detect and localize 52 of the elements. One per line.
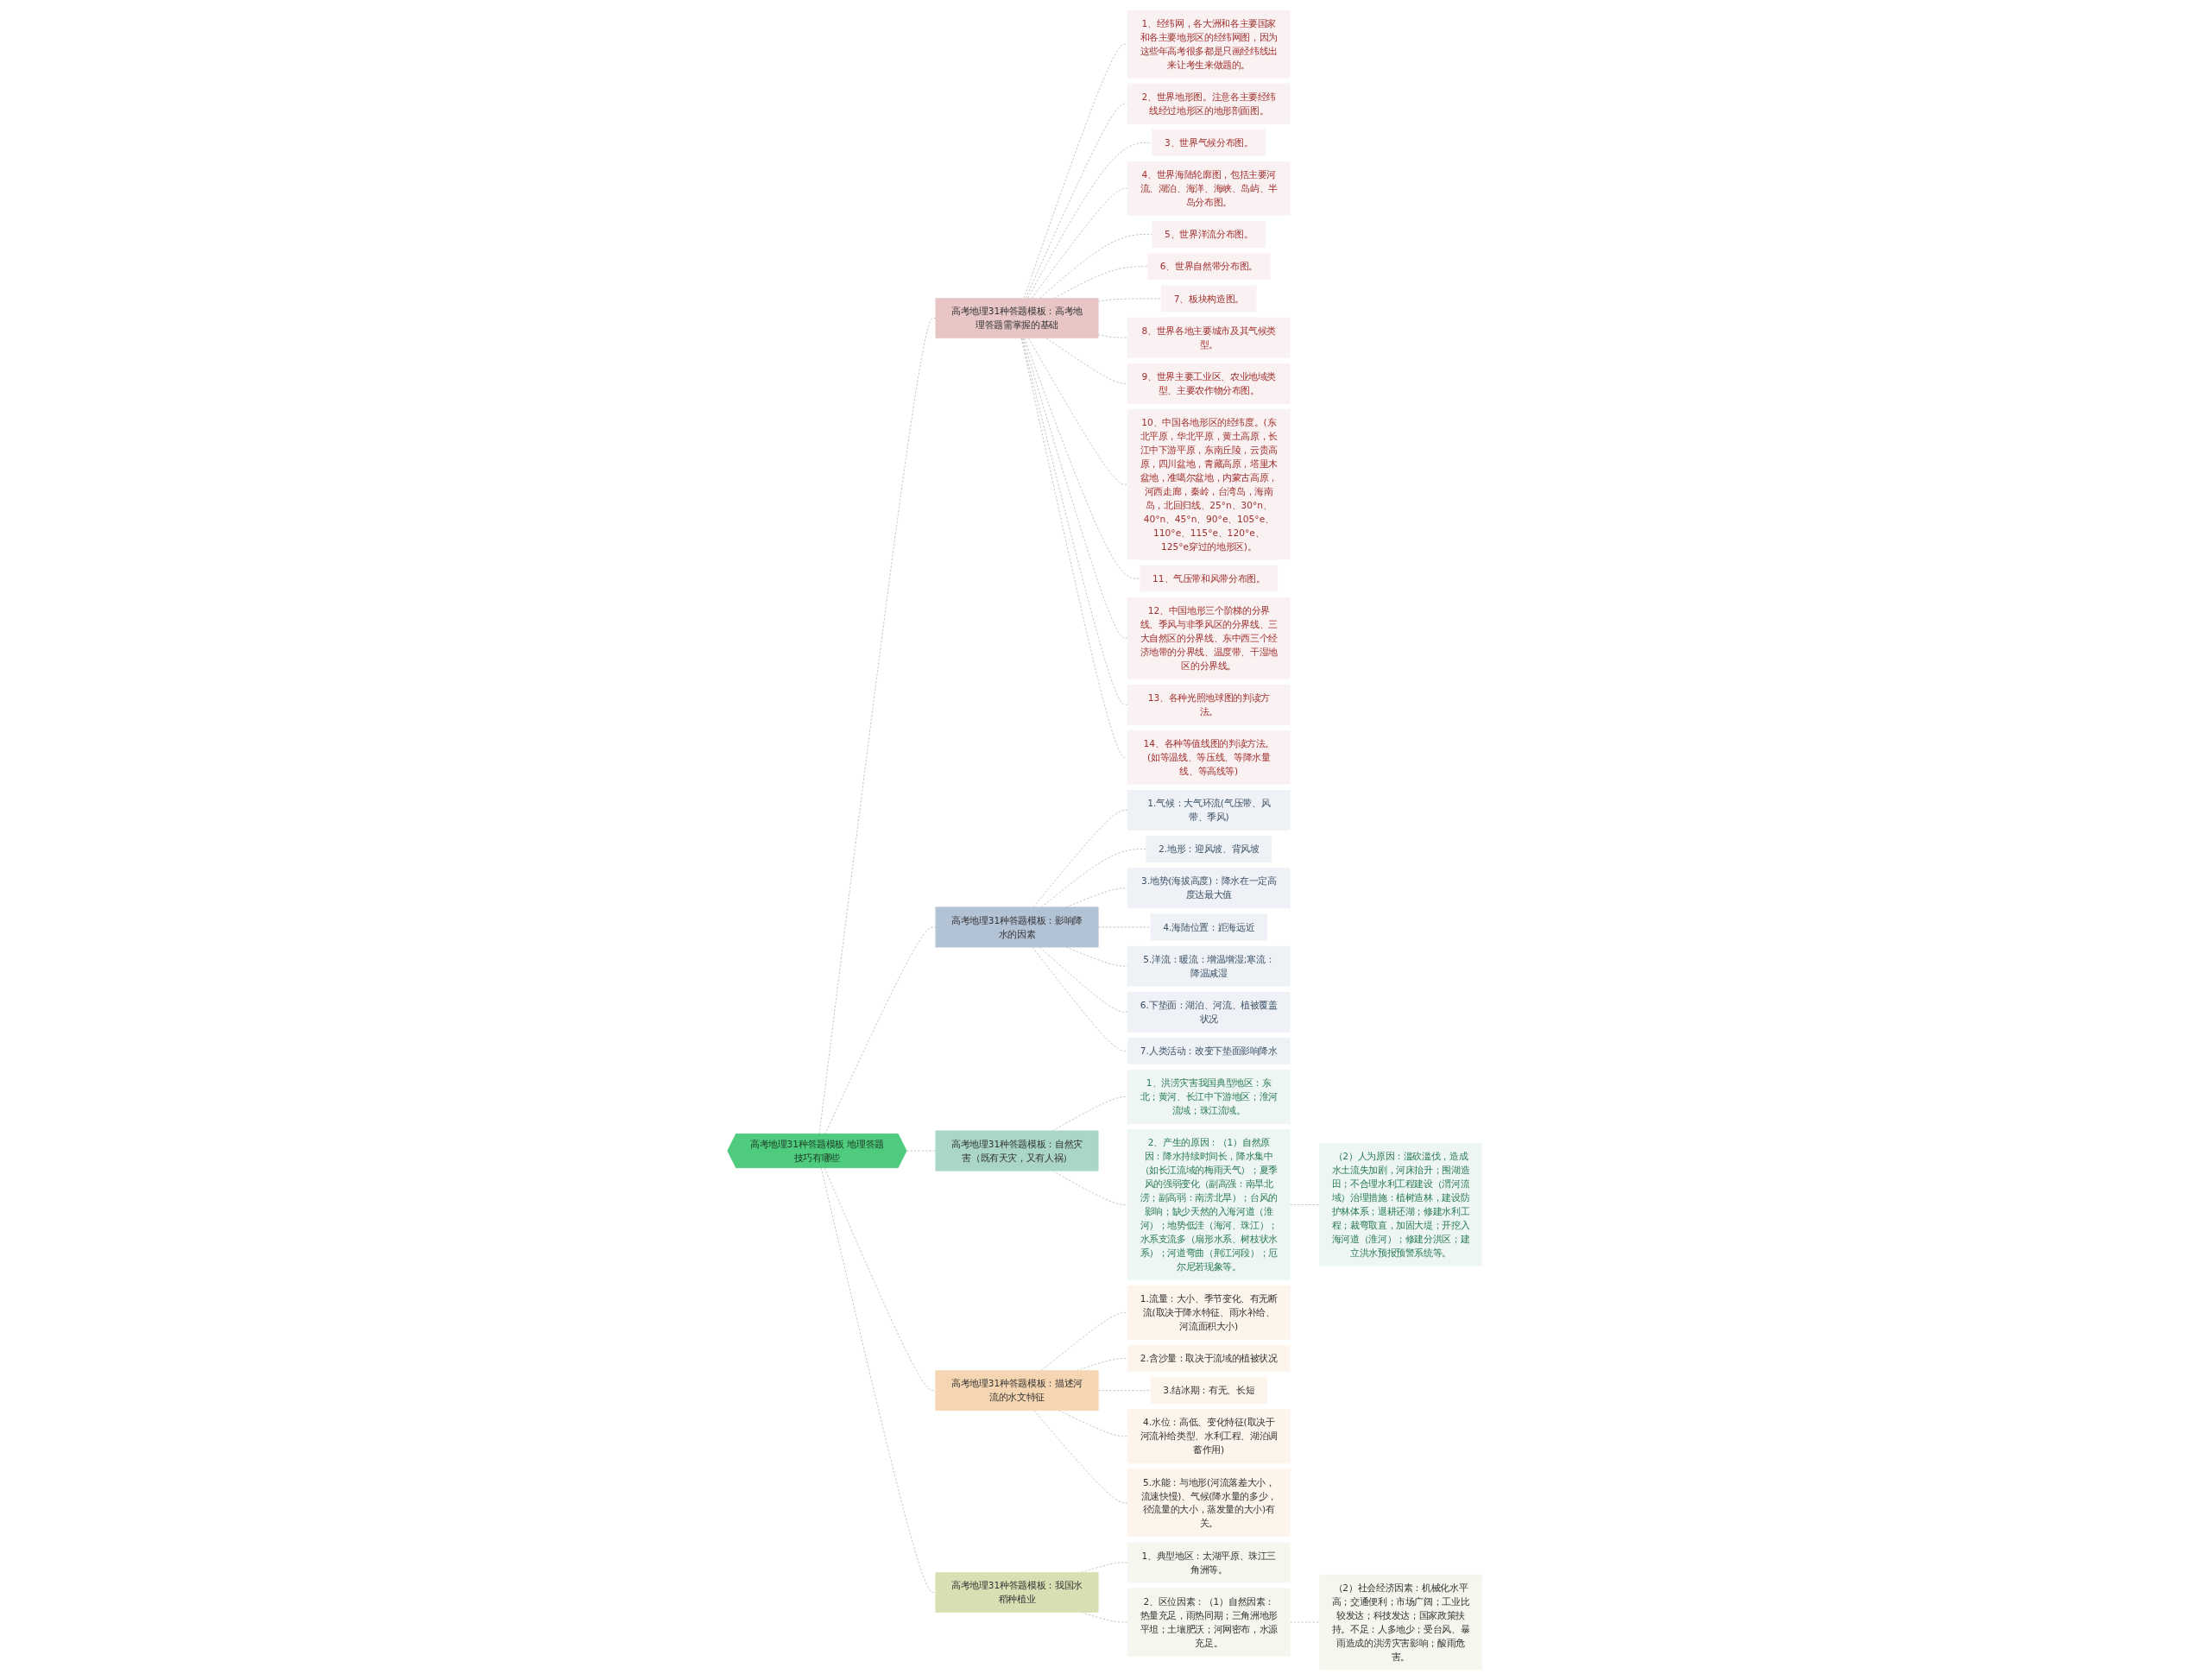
- node-box: 高考地理31种答题模板：我国水稻种植业: [935, 1572, 1099, 1613]
- connector: [1098, 926, 1152, 928]
- node-box: 11、气压带和风带分布图。: [1140, 565, 1279, 592]
- node-box: 5、世界洋流分布图。: [1152, 221, 1266, 248]
- connector: [1032, 810, 1128, 908]
- node-box: 7、板块构造图。: [1161, 285, 1257, 313]
- node-box: 8、世界各地主要城市及其气候类型。: [1127, 317, 1291, 358]
- node-box: 4.海陆位置：距海远近: [1150, 913, 1268, 941]
- node-box: 2.地形：迎风坡、背风坡: [1146, 836, 1272, 863]
- connector: [821, 1167, 937, 1593]
- node-box: 6、世界自然带分布图。: [1147, 253, 1271, 281]
- connector: [1022, 338, 1128, 639]
- connector: [1290, 1204, 1320, 1205]
- connector: [906, 1150, 937, 1152]
- connector: [1098, 1390, 1152, 1392]
- node-box: 4.水位：高低、变化特征(取决于河流补给类型、水利工程、湖泊调蓄作用): [1127, 1409, 1291, 1464]
- node-box: 4、世界海陆轮廓图，包括主要河流、湖泊、海洋、海峡、岛屿、半岛分布图。: [1127, 161, 1291, 216]
- node-box: 高考地理31种答题模板：高考地理答题需掌握的基础: [935, 298, 1099, 338]
- connector: [1039, 946, 1128, 1013]
- connector: [1024, 338, 1141, 579]
- connector: [1058, 1410, 1128, 1437]
- connector: [1098, 298, 1162, 302]
- node-box: （2）人为原因：滥砍滥伐，造成水土流失加剧，河床抬升；围湖造田；不合理水利工程建设（渭河流域）治理措施：植树造林，建设防护林体系；退耕还湖；修建水利工程；裁弯取直，加固大堤；开挖入海河道（淮河）；修建分洪区；建立洪水预报预警系统等。: [1319, 1143, 1483, 1266]
- node-box: 2、产生的原因：（1）自然原因：降水持续时间长，降水集中（如长江流域的梅雨天气）；夏季风的强弱变化（副高强：南旱北涝；副高弱：南涝北旱）；台风的影响；缺少天然的入海河道（淮河）；地势低洼（海河、珠江）；水系支流多（扇形水系、树枝状水系）；河道弯曲（荆江河段）；厄尔尼若现象等。: [1127, 1129, 1291, 1280]
- node-box: 6.下垫面：湖泊、河流、植被覆盖状况: [1127, 991, 1291, 1033]
- node-box: 10、中国各地形区的经纬度。(东北平原，华北平原，黄土高原，长江中下游平原，东南丘陵，云贵高原，四川盆地，青藏高原，塔里木盆地，准噶尔盆地，内蒙古高原，河西走廊，秦岭，台湾岛，海南岛，北回归线、25°n、30°n、40°n、45°n、90°e、105°e、110°e、115°e、120°e、125°e穿过的地形区)。: [1127, 408, 1291, 560]
- node-box: 5.水能：与地形(河流落差大小，流速快慢)、气候(降水量的多少，径流量的大小，蒸发量的大小)有关。: [1127, 1468, 1291, 1538]
- node-box: 高考地理31种答题模板：自然灾害（既有天灾，又有人祸）: [935, 1130, 1099, 1172]
- node-box: 2、世界地形图。注意各主要经纬线经过地形区的地形剖面图。: [1127, 83, 1291, 124]
- node-box: （2）社会经济因素：机械化水平高；交通便利；市场广阔；工业比较发达；科技发达；国家政策扶持。不足：人多地少；受台风、暴雨造成的洪涝灾害影响；酸雨危害。: [1319, 1574, 1483, 1671]
- connector: [1041, 1312, 1128, 1371]
- node-box: 13、各种光照地球图的判读方法。: [1127, 684, 1291, 725]
- connector: [1032, 946, 1128, 1052]
- connector: [819, 318, 937, 1135]
- node-box: 12、中国地形三个阶梯的分界线、季风与非季风区的分界线、三大自然区的分界线、东中西三个经济地带的分界线、温度带、干湿地区的分界线。: [1127, 597, 1291, 679]
- connector: [1098, 334, 1128, 338]
- connector: [824, 926, 937, 1135]
- node-box: 14、各种等值线图的判读方法。(如等温线、等压线、等降水量线、等高线等): [1127, 729, 1291, 785]
- node-box: 5.洋流：暖流：增温增湿;寒流：降温减湿: [1127, 945, 1291, 987]
- connector: [1290, 1621, 1320, 1623]
- connector: [1026, 103, 1128, 299]
- node-box: 1、典型地区：太湖平原、珠江三角洲等。: [1127, 1542, 1291, 1583]
- node-box: 高考地理31种答题模板：影响降水的因素: [935, 906, 1099, 948]
- connector: [1033, 1410, 1128, 1504]
- node-box: 2、区位因素：（1）自然因素：热量充足，雨热同期；三角洲地形平坦；土壤肥沃；河网密布，水源充足。: [1127, 1588, 1291, 1657]
- node-box: 3.地势(海拔高度)：降水在一定高度达最大值: [1127, 868, 1291, 909]
- node-box: 高考地理31种答题模板：描述河流的水文特征: [935, 1370, 1099, 1412]
- node-box: 3.结冰期：有无、长短: [1150, 1377, 1268, 1405]
- node-box: 1.气候：大气环流(气压带、风带、季风): [1127, 790, 1291, 831]
- connector: [824, 1167, 937, 1392]
- connector: [1024, 43, 1128, 299]
- connector: [1041, 849, 1147, 908]
